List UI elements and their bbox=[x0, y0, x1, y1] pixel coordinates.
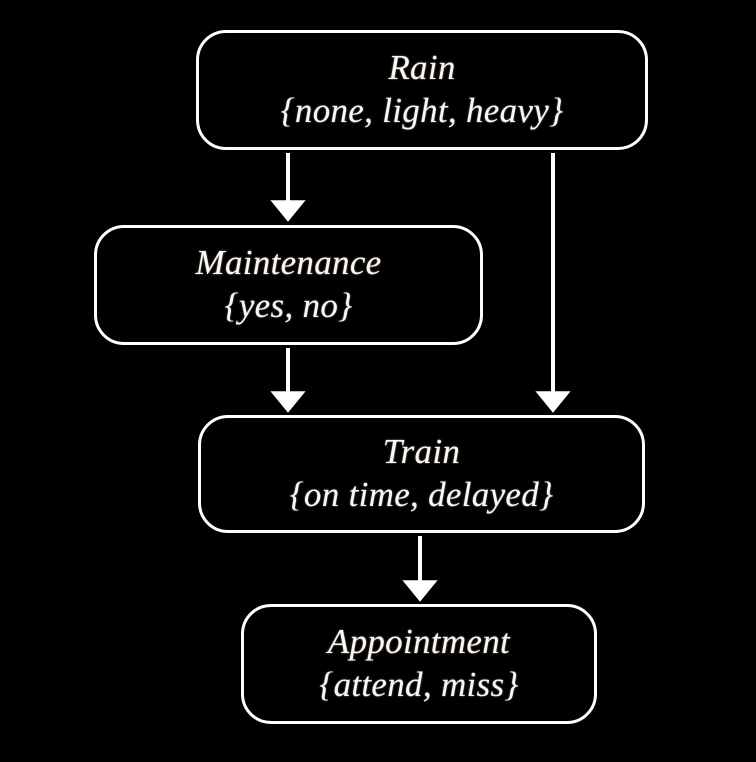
node-appointment-states: {attend, miss} bbox=[319, 665, 519, 704]
node-train-title: Train bbox=[382, 432, 461, 472]
node-rain-states: {none, light, heavy} bbox=[280, 91, 564, 130]
node-train-states: {on time, delayed} bbox=[289, 475, 554, 514]
node-maintenance-states: {yes, no} bbox=[224, 286, 353, 325]
node-rain-title: Rain bbox=[388, 48, 456, 88]
node-rain[interactable]: Rain {none, light, heavy} bbox=[196, 30, 648, 150]
node-train[interactable]: Train {on time, delayed} bbox=[198, 415, 645, 533]
node-maintenance-title: Maintenance bbox=[195, 243, 382, 283]
node-maintenance[interactable]: Maintenance {yes, no} bbox=[94, 225, 483, 345]
node-appointment[interactable]: Appointment {attend, miss} bbox=[241, 604, 597, 724]
node-appointment-title: Appointment bbox=[327, 622, 511, 662]
